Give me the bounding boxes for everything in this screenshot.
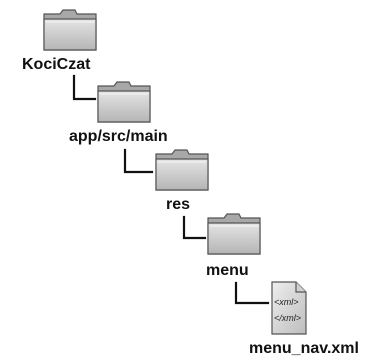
folder-label-root: KociCzat (22, 56, 91, 73)
file-label-menu-nav-xml: menu_nav.xml (249, 340, 359, 357)
connector-res-to-menu (182, 215, 207, 240)
folder-icon (207, 213, 261, 255)
xml-close-tag: </xml> (274, 313, 301, 323)
folder-label-res: res (166, 196, 191, 213)
folder-icon (43, 9, 97, 51)
xml-open-tag: <xml> (274, 297, 299, 307)
connector-root-to-app (72, 74, 97, 101)
folder-label-menu: menu (206, 262, 249, 279)
folder-icon (155, 149, 209, 191)
connector-menu-to-file (234, 281, 270, 305)
folder-label-app-src-main: app/src/main (69, 128, 168, 145)
connector-app-to-res (123, 148, 154, 174)
folder-icon (97, 81, 151, 123)
xml-file-icon: <xml> </xml> (271, 281, 307, 335)
